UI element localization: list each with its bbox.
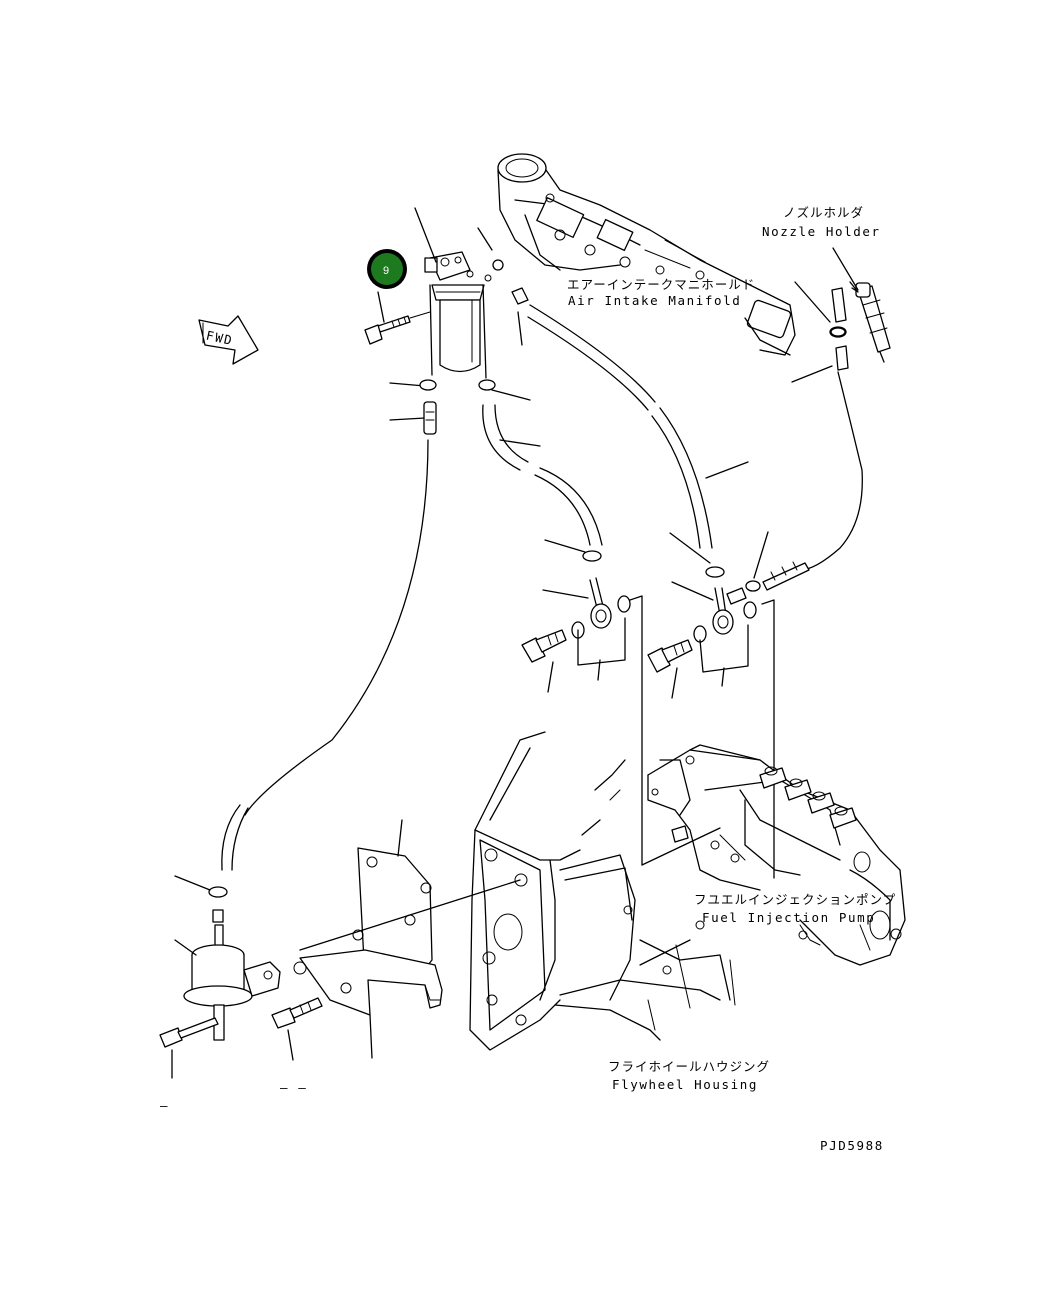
lower-fuel-filter bbox=[159, 875, 281, 1079]
pump-label-jp: フユエルインジェクションポンプ bbox=[694, 892, 896, 907]
fuel-injection-pump bbox=[647, 744, 906, 966]
fwd-arrow: FWD bbox=[198, 315, 259, 365]
air-intake-manifold bbox=[497, 153, 796, 356]
pump-label-en: Fuel Injection Pump bbox=[702, 910, 875, 925]
mounting-bolt bbox=[364, 311, 431, 345]
drawing-code: PJD5988 bbox=[820, 1138, 884, 1153]
air-intake-label-en: Air Intake Manifold bbox=[568, 293, 741, 308]
flywheel-label-en: Flywheel Housing bbox=[612, 1077, 758, 1092]
fwd-label: FWD bbox=[205, 328, 235, 348]
nozzle-label-en: Nozzle Holder bbox=[762, 224, 881, 239]
mounting-bracket bbox=[293, 819, 521, 1059]
callout-marker[interactable]: 9 bbox=[367, 249, 407, 289]
bottom-left-fragment-b: – bbox=[160, 1098, 169, 1113]
air-intake-label-jp: エアーインテークマニホールド bbox=[567, 277, 755, 292]
fuel-hoses bbox=[221, 304, 863, 871]
fuel-filter bbox=[424, 251, 492, 379]
callout-marker-fill bbox=[371, 253, 403, 285]
flywheel-housing bbox=[469, 731, 736, 1051]
lower-bolt bbox=[271, 997, 323, 1061]
banjo-fittings bbox=[521, 577, 761, 673]
hose-clamps bbox=[208, 287, 846, 898]
flywheel-label-jp: フライホイールハウジング bbox=[608, 1059, 770, 1074]
callout-number: 9 bbox=[383, 265, 389, 277]
nozzle-holder bbox=[829, 282, 891, 371]
bottom-left-fragment-a: – – bbox=[280, 1080, 307, 1095]
nozzle-label-jp: ノズルホルダ bbox=[783, 205, 864, 220]
